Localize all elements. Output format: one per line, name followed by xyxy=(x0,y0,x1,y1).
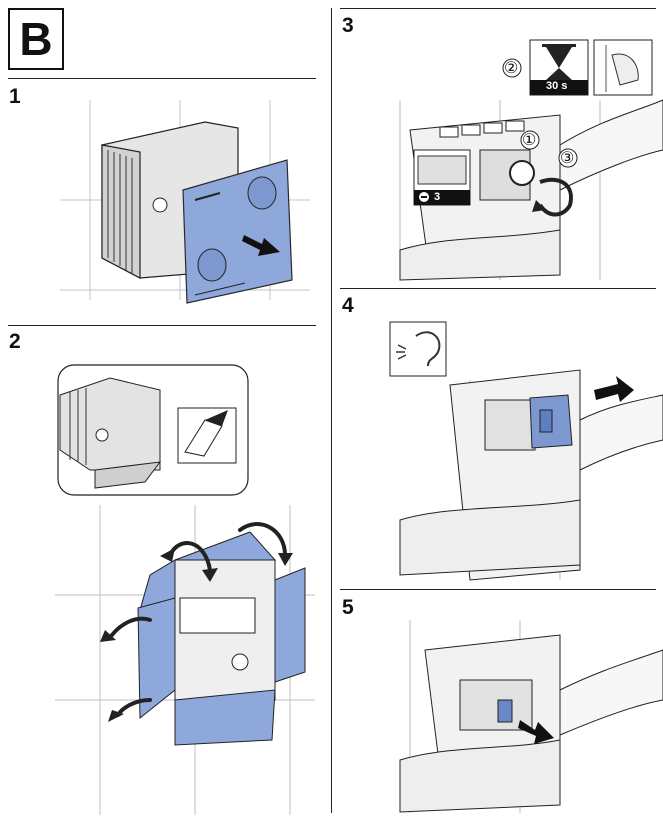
blue-cover-panel xyxy=(182,159,293,304)
step-number-1: 1 xyxy=(9,85,21,108)
step-number-5: 5 xyxy=(342,596,354,619)
step3-circle-3: ③ xyxy=(560,150,575,167)
divider-vertical xyxy=(331,8,332,813)
timer-label: 30 s xyxy=(546,80,568,92)
section-letter-box: B xyxy=(8,8,64,70)
ear-sound-icon xyxy=(389,321,447,377)
utility-knife-icon xyxy=(177,407,237,464)
step-number-3: 3 xyxy=(342,14,354,37)
step-number-4: 4 xyxy=(342,294,354,317)
divider-top-left xyxy=(8,78,316,79)
divider-top-right xyxy=(340,8,656,9)
divider-mid-right xyxy=(340,288,656,289)
wall-mount-icon xyxy=(593,39,653,96)
step3-circle-2: ② xyxy=(504,60,519,77)
step-number-2: 2 xyxy=(9,330,21,353)
section-letter: B xyxy=(19,13,53,65)
step3-circle-1: ① xyxy=(522,132,537,149)
wrench-size-label: 3 xyxy=(434,191,441,203)
divider-mid-left xyxy=(8,325,316,326)
divider-low-right xyxy=(340,589,656,590)
